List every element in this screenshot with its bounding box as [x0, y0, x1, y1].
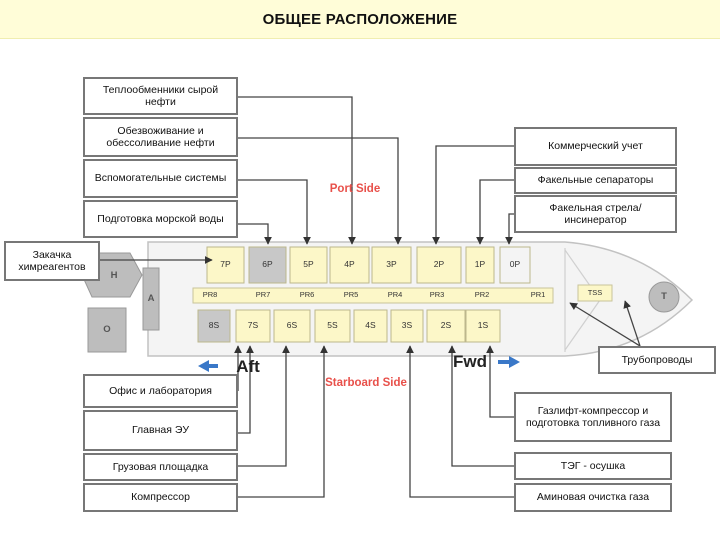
pipe-rack-label: PR1 — [530, 290, 546, 300]
stern-h-label: H — [110, 269, 118, 281]
box-dehydration: Обезвоживание и обессоливание нефти — [83, 117, 238, 157]
pipe-rack-label: PR8 — [202, 290, 218, 300]
pipe-rack-label: PR4 — [387, 290, 403, 300]
stbd-tank-7S — [235, 309, 271, 343]
stbd-tank-label: 1S — [477, 320, 489, 331]
connector-teg — [448, 345, 514, 467]
aft-arrow-icon — [198, 360, 218, 372]
stbd-tank-label: 2S — [440, 320, 452, 331]
connector-piping-1 — [569, 302, 641, 347]
port-tank-label: 3P — [386, 259, 397, 270]
box-amine: Аминовая очистка газа — [514, 483, 672, 512]
connector-cargo-deck — [238, 345, 290, 467]
stbd-tank-4S — [353, 309, 388, 343]
port-side-label: Port Side — [329, 183, 381, 196]
stbd-tank-label: 5S — [327, 320, 338, 331]
port-tank-6P — [248, 246, 287, 284]
stern-o-label: O — [103, 323, 111, 335]
port-tank-1P — [465, 246, 495, 284]
box-office-lab: Офис и лаборатория — [83, 374, 238, 408]
stbd-tank-3S — [390, 309, 424, 343]
box-flare-boom: Факельная стрела/инсинератор — [514, 195, 677, 233]
port-tank-label: 6P — [262, 259, 273, 270]
stbd-tank-6S — [273, 309, 311, 343]
pipe-rack-label: PR3 — [429, 290, 445, 300]
pipe-rack-label: PR6 — [299, 290, 315, 300]
box-gas-lift: Газлифт-компрессор и подготовка топливно… — [514, 392, 672, 442]
turret — [648, 281, 680, 313]
box-cargo-deck: Грузовая площадка — [83, 453, 238, 481]
aft-label: Aft — [236, 357, 260, 377]
connector-metering — [432, 145, 514, 245]
port-tank-label: 1P — [474, 259, 486, 270]
stbd-tank-1S — [465, 309, 501, 343]
turret-t-label: T — [661, 290, 667, 302]
box-seawater: Подготовка морской воды — [83, 200, 238, 238]
connector-heat-exchangers — [238, 96, 356, 245]
box-aux-systems: Вспомогательные системы — [83, 159, 238, 198]
tss-module — [577, 284, 613, 302]
starboard-side-label: Starboard Side — [325, 377, 407, 390]
connector-piping-2 — [623, 300, 641, 347]
stern-o-module — [87, 307, 127, 353]
connector-aux-systems — [238, 179, 311, 245]
title-bar: ОБЩЕЕ РАСПОЛОЖЕНИЕ — [0, 0, 720, 39]
box-compressor: Компрессор — [83, 483, 238, 512]
connector-gas-lift — [486, 345, 514, 418]
stbd-tank-label: 4S — [365, 320, 376, 331]
box-main-power: Главная ЭУ — [83, 410, 238, 451]
port-tank-7P — [206, 246, 245, 284]
connector-flare-separators — [476, 179, 514, 245]
stbd-tank-label: 8S — [208, 320, 220, 331]
port-tank-5P — [289, 246, 328, 284]
connector-dehydration — [238, 137, 402, 245]
port-tank-label: 7P — [220, 259, 231, 270]
port-tank-label: 0P — [509, 259, 521, 270]
box-flare-separators: Факельные сепараторы — [514, 167, 677, 194]
pipe-rack-strip — [192, 287, 554, 304]
connector-compressor — [238, 345, 328, 498]
port-tank-0P — [499, 246, 531, 284]
stbd-tank-5S — [314, 309, 351, 343]
connector-flare-boom — [505, 213, 514, 245]
bow-line-lower — [564, 299, 601, 351]
accommodation-block — [142, 267, 160, 331]
port-tanks — [206, 246, 531, 284]
stern-a-label: A — [147, 292, 155, 304]
connector-amine — [406, 345, 514, 498]
box-heat-exchangers: Теплообменники сырой нефти — [83, 77, 238, 115]
fwd-label: Fwd — [453, 352, 487, 372]
page-title: ОБЩЕЕ РАСПОЛОЖЕНИЕ — [262, 10, 458, 28]
stbd-tank-label: 3S — [401, 320, 413, 331]
port-tank-label: 2P — [433, 259, 445, 270]
stbd-tank-label: 6S — [286, 320, 298, 331]
port-tank-3P — [371, 246, 412, 284]
fwd-arrow-icon — [498, 356, 520, 368]
box-metering: Коммерческий учет — [514, 127, 677, 166]
tss-label: TSS — [587, 287, 603, 297]
port-tank-label: 5P — [303, 259, 314, 270]
pipe-rack-label: PR7 — [255, 290, 271, 300]
connector-main-power — [238, 345, 254, 434]
stbd-tank-2S — [426, 309, 466, 343]
starboard-tanks — [197, 309, 501, 343]
box-piping: Трубопроводы — [598, 346, 716, 374]
pipe-rack-label: PR2 — [474, 290, 490, 300]
port-tank-2P — [416, 246, 462, 284]
stbd-tank-8S — [197, 309, 231, 343]
stbd-tank-label: 7S — [247, 320, 259, 331]
port-tank-4P — [329, 246, 370, 284]
pipe-rack-label: PR5 — [343, 290, 359, 300]
box-chem-injection: Закачка химреагентов — [4, 241, 100, 281]
box-teg: ТЭГ - осушка — [514, 452, 672, 480]
connector-seawater — [238, 223, 272, 245]
port-tank-label: 4P — [344, 259, 355, 270]
